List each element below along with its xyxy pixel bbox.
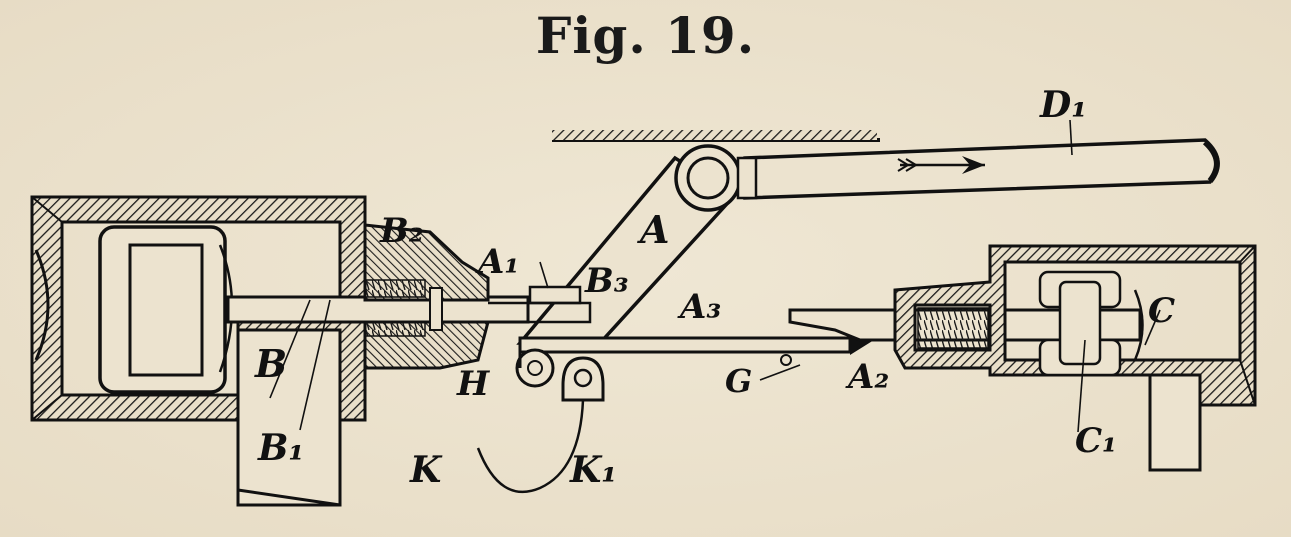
leader-lines <box>539 119 1073 381</box>
pull-lever-d1 <box>743 138 1220 200</box>
label-c1: C₁ <box>1075 421 1117 461</box>
label-k: K <box>409 449 443 491</box>
label-b2: B₂ <box>379 211 424 251</box>
pivot-h <box>515 348 555 388</box>
pivot-k1 <box>561 356 605 402</box>
right-housing <box>893 244 1257 407</box>
label-a: A <box>637 207 669 252</box>
right-foot-c1 <box>1077 309 1202 472</box>
label-a2: A₂ <box>845 357 889 397</box>
point-g <box>780 354 792 366</box>
label-b3: B₃ <box>584 261 629 301</box>
label-h: H <box>456 364 491 404</box>
left-foot-b1 <box>236 328 342 507</box>
latch-pieces <box>488 285 592 324</box>
figure-labels: B₂ B₃ B B₁ A A₁ A₃ A₂ D₁ H K K₁ G C C₁ <box>254 84 1175 491</box>
fixed-ceiling <box>552 130 880 142</box>
label-g: G <box>725 362 752 400</box>
figure-title: Fig. 19. <box>535 6 756 65</box>
spring-k <box>476 399 585 494</box>
label-c: C <box>1148 291 1175 331</box>
left-gland-b2 <box>363 223 490 370</box>
label-a3: A₃ <box>677 287 721 327</box>
label-b1: B₁ <box>257 427 304 469</box>
label-b: B <box>254 341 287 386</box>
label-a1: A₁ <box>475 242 519 282</box>
label-k1: K₁ <box>569 449 617 491</box>
label-d1: D₁ <box>1039 84 1087 126</box>
